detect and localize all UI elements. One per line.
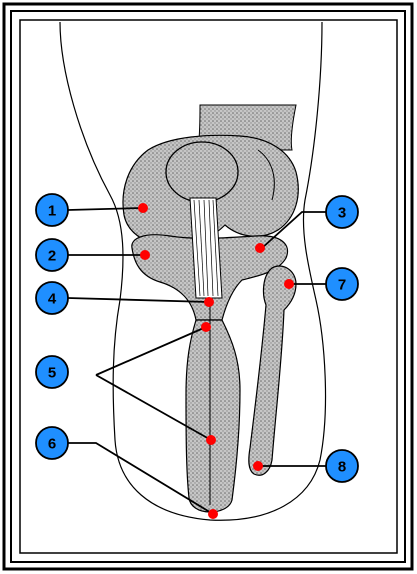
tibia-shaft [186,320,240,512]
badge-7: 7 [326,268,358,300]
badge-8: 8 [326,450,358,482]
marker-2 [140,250,150,260]
badge-1-label: 1 [48,203,56,220]
badge-8-label: 8 [338,459,346,476]
badge-6-label: 6 [48,436,56,453]
badge-4-label: 4 [48,291,57,308]
badge-6: 6 [36,427,68,459]
badge-1: 1 [36,194,68,226]
badge-3-label: 3 [338,205,346,222]
marker-8 [253,461,263,471]
badge-2-label: 2 [48,248,56,265]
badge-3: 3 [326,196,358,228]
patella [166,142,238,202]
marker-5-upper [201,322,211,332]
marker-4 [204,297,214,307]
patellar-ligament [190,198,222,298]
marker-1 [138,203,148,213]
badge-4: 4 [36,282,68,314]
marker-6 [208,509,218,519]
marker-3 [255,243,265,253]
badge-5: 5 [36,356,68,388]
badge-5-label: 5 [48,365,56,382]
marker-5-lower [206,435,216,445]
badge-2: 2 [36,239,68,271]
badge-7-label: 7 [338,277,346,294]
marker-7 [284,279,294,289]
fibula [249,266,296,475]
